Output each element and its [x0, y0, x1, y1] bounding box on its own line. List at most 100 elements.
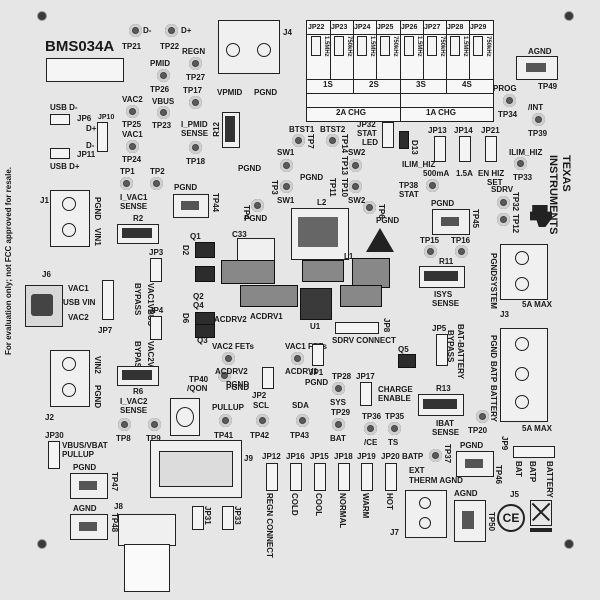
jumper-jp4[interactable] — [150, 316, 162, 340]
test-point-tp43[interactable] — [296, 414, 309, 427]
connector-j7[interactable] — [405, 490, 447, 538]
jumper-jp7[interactable] — [102, 280, 114, 320]
jumper-jp14[interactable] — [459, 136, 471, 162]
test-point-tp8[interactable] — [118, 418, 131, 431]
label-tp42: TP42 — [250, 431, 270, 440]
ground-pad-tp47[interactable] — [70, 473, 108, 499]
label-2s: 2S — [369, 80, 379, 89]
jumper-jp10[interactable] — [97, 122, 108, 152]
test-point-tp23[interactable] — [157, 106, 170, 119]
jumper-jp31[interactable] — [192, 506, 204, 530]
connector-j3[interactable] — [500, 244, 548, 300]
test-point-tp16[interactable] — [455, 245, 468, 258]
test-point-tp4[interactable] — [251, 199, 264, 212]
test-point-tp25[interactable] — [126, 105, 139, 118]
test-point-acdrv2[interactable] — [222, 352, 235, 365]
test-point-tp17[interactable] — [189, 96, 202, 109]
ground-pad-tp45[interactable] — [432, 209, 470, 235]
pushbutton-s1[interactable] — [170, 398, 200, 436]
test-point-tp28[interactable] — [332, 382, 345, 395]
test-point-tp36[interactable] — [364, 422, 377, 435]
jumper-jp15[interactable] — [314, 463, 326, 491]
test-point-tp33[interactable] — [514, 157, 527, 170]
jumper-jp8[interactable] — [335, 322, 379, 334]
test-point-tp7[interactable] — [292, 134, 305, 147]
label-tp6: TP6 — [377, 204, 386, 219]
jumper-jp17[interactable] — [360, 382, 372, 406]
test-point-tp32[interactable] — [497, 196, 510, 209]
test-point-tp35[interactable] — [388, 422, 401, 435]
test-point-tp40[interactable] — [218, 369, 231, 382]
ground-pad-tp50[interactable] — [454, 500, 486, 542]
test-point-tp22[interactable] — [165, 24, 178, 37]
connector-j2[interactable] — [50, 350, 90, 407]
label-q2: Q2 — [193, 292, 204, 301]
ground-pad-tp44[interactable] — [173, 194, 209, 218]
ground-pad-tp49[interactable] — [516, 56, 558, 80]
jumper-jp3[interactable] — [150, 258, 162, 282]
test-point-tp10[interactable] — [349, 180, 362, 193]
test-point-tp1[interactable] — [120, 177, 133, 190]
jumper-jp30[interactable] — [48, 441, 60, 469]
usb-connector-j6[interactable] — [25, 285, 63, 327]
jumper-jp29[interactable] — [473, 36, 483, 56]
connector-j4[interactable] — [218, 20, 280, 74]
test-point-tp42[interactable] — [256, 414, 269, 427]
jumper-jp13[interactable] — [434, 136, 446, 162]
connector-j5[interactable] — [500, 328, 548, 422]
jumper-jp12[interactable] — [266, 463, 278, 491]
jumper-jp28[interactable] — [450, 36, 460, 56]
jumper-jp16[interactable] — [290, 463, 302, 491]
test-point-tp9[interactable] — [148, 418, 161, 431]
label-tp7: TP7 — [306, 134, 315, 149]
header-j9[interactable] — [150, 440, 242, 498]
ground-pad-tp48[interactable] — [70, 514, 108, 540]
test-point-tp11[interactable] — [280, 180, 293, 193]
test-point-acdrv1[interactable] — [291, 352, 304, 365]
jumper-jp19[interactable] — [361, 463, 373, 491]
label-r12: R12 — [212, 122, 221, 137]
jumper-jp21[interactable] — [485, 136, 497, 162]
test-point-tp39[interactable] — [532, 113, 545, 126]
test-point-tp21[interactable] — [129, 24, 142, 37]
test-point-tp15[interactable] — [424, 245, 437, 258]
jumper-jp27[interactable] — [427, 36, 437, 56]
test-point-tp3[interactable] — [280, 159, 293, 172]
jumper-jp6[interactable] — [50, 114, 70, 125]
jumper-jp5[interactable] — [436, 334, 448, 366]
header-j8[interactable] — [118, 514, 176, 546]
jumper-jp11[interactable] — [50, 148, 70, 159]
test-point-tp37[interactable] — [429, 449, 442, 462]
label-tp41: TP41 — [214, 431, 234, 440]
test-point-tp20[interactable] — [476, 410, 489, 423]
jumper-jp1[interactable] — [312, 344, 324, 366]
jumper-jp23[interactable] — [334, 36, 344, 56]
jumper-jp18[interactable] — [338, 463, 350, 491]
jumper-jp32[interactable] — [382, 122, 394, 148]
test-point-tp34[interactable] — [503, 94, 516, 107]
jumper-jp9[interactable] — [513, 446, 555, 458]
jumper-jp24[interactable] — [357, 36, 367, 56]
test-point-tp13[interactable] — [349, 159, 362, 172]
jumper-jp33[interactable] — [222, 506, 234, 530]
test-point-tp12[interactable] — [497, 213, 510, 226]
test-point-tp29[interactable] — [332, 418, 345, 431]
jumper-jp25[interactable] — [380, 36, 390, 56]
jumper-jp20[interactable] — [385, 463, 397, 491]
test-point-tp26[interactable] — [157, 69, 170, 82]
test-point-tp6[interactable] — [363, 201, 376, 214]
ground-pad-tp46[interactable] — [456, 451, 494, 477]
test-point-tp27[interactable] — [189, 57, 202, 70]
test-point-tp24[interactable] — [126, 140, 139, 153]
connector-j1[interactable] — [50, 190, 90, 247]
jumper-jp2[interactable] — [262, 367, 274, 389]
label-btst2: BTST2 — [320, 125, 346, 134]
test-point-tp41[interactable] — [219, 414, 232, 427]
jumper-jp22[interactable] — [311, 36, 321, 56]
test-point-tp38[interactable] — [426, 179, 439, 192]
test-point-tp18[interactable] — [189, 141, 202, 154]
jumper-jp26[interactable] — [404, 36, 414, 56]
test-point-tp14[interactable] — [326, 134, 339, 147]
test-point-tp2[interactable] — [150, 177, 163, 190]
